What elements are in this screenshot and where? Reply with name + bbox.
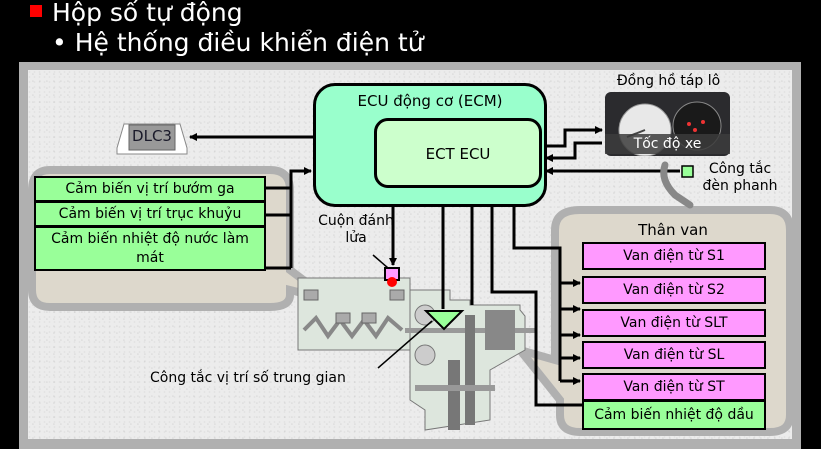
slide-subheading: •Hệ thống điều khiển điện tử xyxy=(52,28,424,57)
sensor-crankshaft-position: Cảm biến vị trí trục khuỷu xyxy=(34,201,266,227)
solenoid-s1: Van điện từ S1 xyxy=(582,242,766,270)
wire-oil-temp xyxy=(488,191,582,407)
dashboard-title: Đồng hồ táp lô xyxy=(616,73,721,89)
wire-speed-out xyxy=(542,126,603,148)
solenoid-s2: Van điện từ S2 xyxy=(582,276,766,304)
solenoid-slt: Van điện từ SLT xyxy=(582,309,766,337)
valve-body-title: Thân van xyxy=(638,221,708,239)
sensor-label-line1: Cảm biến nhiệt độ nước làm xyxy=(51,231,249,247)
solenoid-label: Van điện từ S2 xyxy=(623,282,725,298)
wire-speed-in xyxy=(545,141,602,162)
oil-temp-sensor: Cảm biến nhiệt độ dầu xyxy=(582,400,766,430)
brake-pedal-icon xyxy=(660,161,694,209)
ect-ecu-box: ECT ECU xyxy=(374,118,542,188)
sensor-coolant-temperature: Cảm biến nhiệt độ nước làm mát xyxy=(34,226,266,271)
neutral-switch-icon xyxy=(377,310,465,369)
ecm-label: ECU động cơ (ECM) xyxy=(357,92,503,110)
brake-switch-label: Công tắc đèn phanh xyxy=(700,161,780,195)
ect-ecu-label: ECT ECU xyxy=(425,145,491,163)
neutral-switch-label: Công tắc vị trí số trung gian xyxy=(150,370,346,386)
sensor-label-line2: mát xyxy=(136,250,164,266)
brake-switch-label-line2: đèn phanh xyxy=(702,178,778,194)
solenoid-label: Van điện từ SL xyxy=(623,347,725,363)
sensor-throttle-position: Cảm biến vị trí bướm ga xyxy=(34,176,266,202)
dlc3-connector-icon xyxy=(116,123,188,155)
solenoid-label: Van điện từ S1 xyxy=(623,248,725,264)
ignition-coil-label-line1: Cuộn đánh xyxy=(318,213,394,229)
ignition-coil-icon xyxy=(372,254,400,287)
solenoid-sl: Van điện từ SL xyxy=(582,341,766,369)
sensor-label: Cảm biến vị trí trục khuỷu xyxy=(58,206,242,222)
oil-temp-sensor-label: Cảm biến nhiệt độ dầu xyxy=(594,407,754,423)
transmission-illustration xyxy=(405,289,535,431)
bullet-dot-icon: • xyxy=(52,28,67,57)
ignition-coil-label: Cuộn đánh lửa xyxy=(306,213,406,247)
dlc3-label: DLC3 xyxy=(132,127,172,145)
sensor-label: Cảm biến vị trí bướm ga xyxy=(65,181,235,197)
brake-switch-label-line1: Công tắc xyxy=(708,161,772,177)
slide-heading: Hộp số tự động xyxy=(30,0,243,27)
engine-illustration xyxy=(297,277,431,351)
ignition-coil-label-line2: lửa xyxy=(345,230,367,246)
solenoid-label: Van điện từ ST xyxy=(623,379,725,395)
dashboard-caption: Tốc độ xe xyxy=(605,134,730,154)
solenoid-st: Van điện từ ST xyxy=(582,373,766,401)
square-bullet-icon xyxy=(30,5,42,17)
solenoid-label: Van điện từ SLT xyxy=(620,315,728,331)
